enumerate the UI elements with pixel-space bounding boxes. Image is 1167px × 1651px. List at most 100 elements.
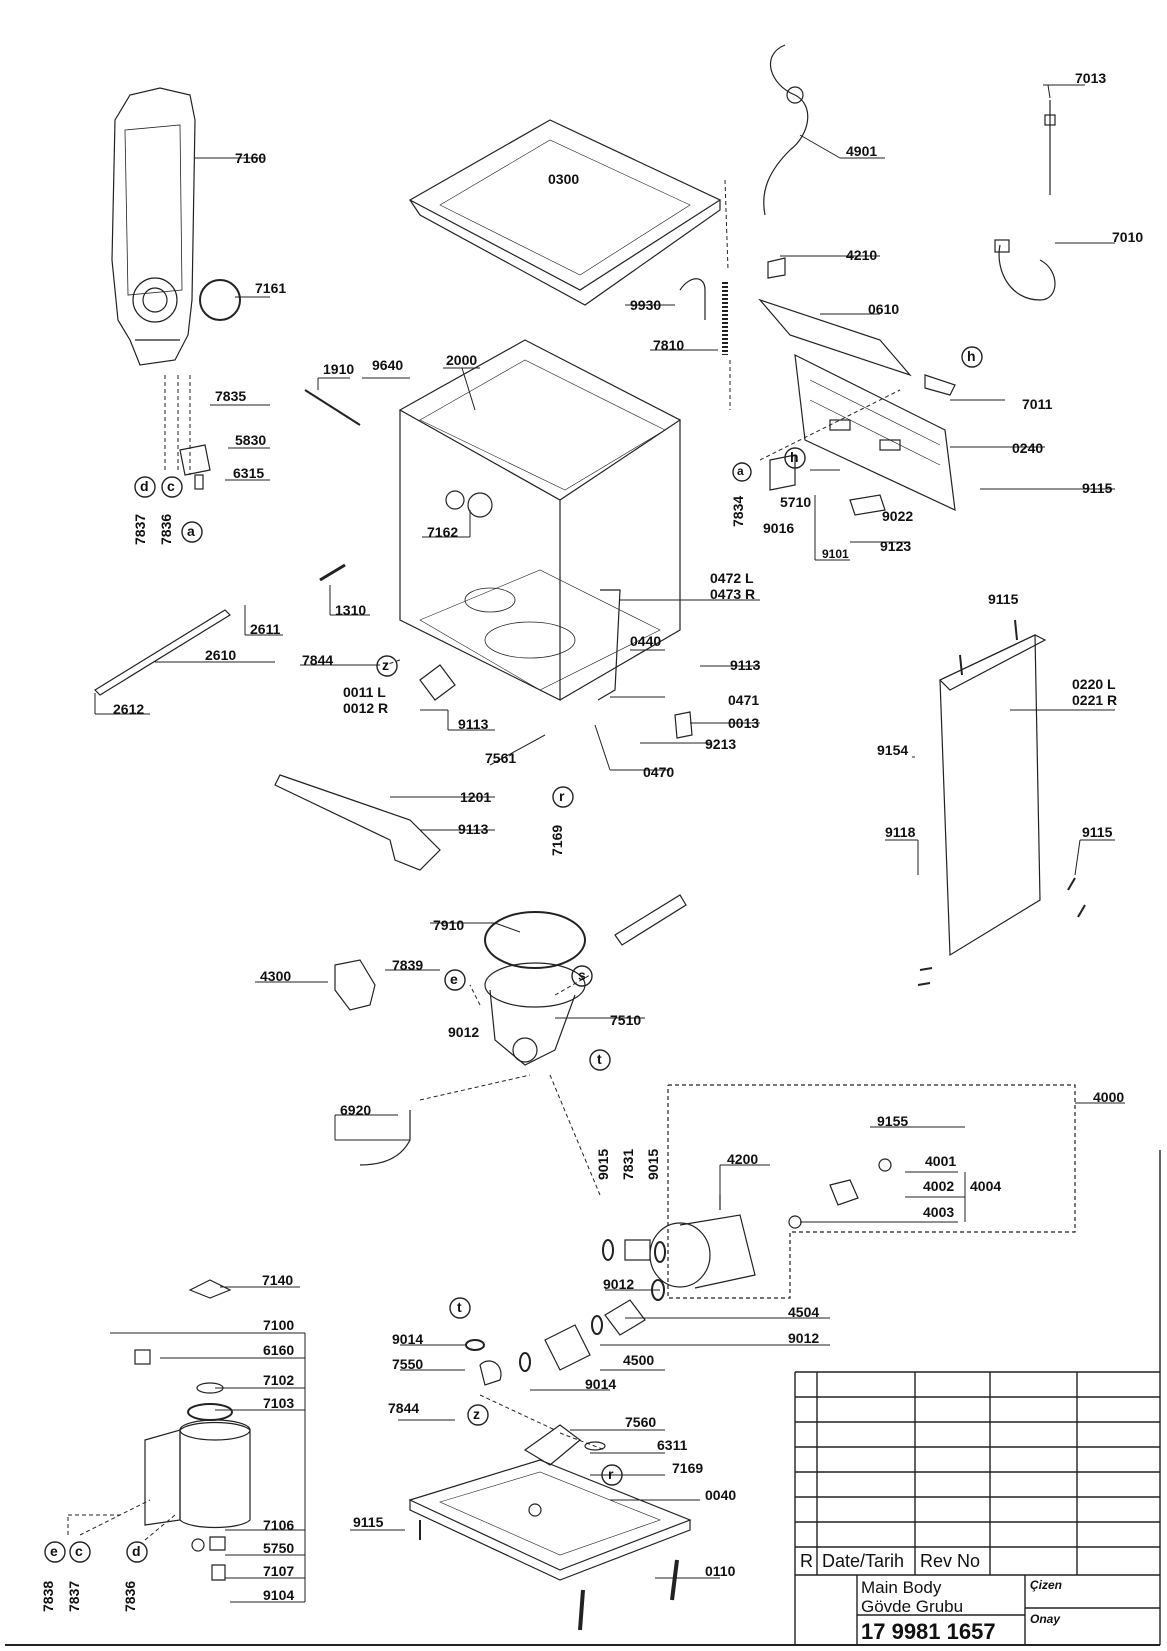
label-0013: 0013 bbox=[728, 715, 760, 731]
label-7561: 7561 bbox=[485, 750, 517, 766]
part-1910-strip bbox=[304, 389, 361, 426]
part-4200-pump-motor bbox=[649, 1195, 756, 1289]
label-9930: 9930 bbox=[630, 297, 662, 313]
part-9014-clamp-a bbox=[465, 1339, 485, 1351]
label-4300: 4300 bbox=[260, 968, 292, 984]
connector-letter-c-2: c bbox=[75, 1543, 83, 1559]
part-6920-hose bbox=[359, 1110, 411, 1166]
screws-9115 bbox=[917, 619, 1086, 986]
label-7169-vertical: 7169 bbox=[549, 824, 565, 856]
part-9015-clamp-a bbox=[602, 1239, 614, 1261]
label-7550: 7550 bbox=[392, 1356, 424, 1372]
title-block-date-header: Date/Tarih bbox=[822, 1551, 905, 1571]
label-6311: 6311 bbox=[657, 1437, 688, 1453]
label-7169-a: 7169 bbox=[672, 1460, 704, 1476]
connector-circles bbox=[44, 346, 983, 1563]
part-0110-foot-a bbox=[670, 1559, 679, 1601]
part-0300-top-cover bbox=[408, 119, 722, 306]
title-block-rev-header: Rev No bbox=[920, 1551, 981, 1571]
part-1201-base-strip bbox=[274, 774, 441, 871]
label-1201: 1201 bbox=[460, 789, 492, 805]
label-1910: 1910 bbox=[323, 361, 355, 377]
title-block-drawing-number: 17 9981 1657 bbox=[861, 1619, 996, 1644]
connector-letter-h-1: h bbox=[790, 449, 799, 465]
label-9012-a: 9012 bbox=[448, 1024, 480, 1040]
label-2612: 2612 bbox=[113, 701, 145, 717]
label-4004: 4004 bbox=[970, 1178, 1002, 1194]
leader-lines bbox=[94, 84, 1125, 1603]
label-9154: 9154 bbox=[877, 742, 909, 758]
label-5710: 5710 bbox=[780, 494, 812, 510]
label-4002: 4002 bbox=[923, 1178, 955, 1194]
label-5750: 5750 bbox=[263, 1540, 295, 1556]
connector-h-1 bbox=[784, 447, 806, 469]
connector-letter-c-1: c bbox=[167, 478, 175, 494]
part-4500-heater bbox=[544, 1324, 591, 1371]
part-9012-clamp-c bbox=[591, 1315, 603, 1335]
label-9113-c: 9113 bbox=[458, 821, 489, 837]
label-9101: 9101 bbox=[822, 547, 849, 561]
label-7140: 7140 bbox=[262, 1272, 294, 1288]
connector-letter-t-1: t bbox=[597, 1051, 602, 1067]
label-0610: 0610 bbox=[868, 301, 900, 317]
part-6315-clip bbox=[194, 474, 204, 490]
connector-t-1 bbox=[589, 1049, 611, 1071]
part-9014-clamp-b bbox=[519, 1352, 531, 1372]
label-9015-vertical-a: 9015 bbox=[595, 1148, 611, 1180]
label-0470: 0470 bbox=[643, 764, 675, 780]
connector-letter-h-2: h bbox=[967, 348, 976, 364]
label-7162: 7162 bbox=[427, 524, 459, 540]
label-0011-l: 0011 L bbox=[343, 684, 386, 700]
label-7010: 7010 bbox=[1112, 229, 1144, 245]
label-9104: 9104 bbox=[263, 1587, 295, 1603]
part-9012-clamp-b bbox=[651, 1279, 665, 1301]
label-7810: 7810 bbox=[653, 337, 685, 353]
part-0220-side-panel bbox=[938, 634, 1047, 957]
label-9022: 9022 bbox=[882, 508, 914, 524]
part-5830-valve bbox=[179, 444, 211, 476]
label-7835: 7835 bbox=[215, 388, 247, 404]
label-9123: 9123 bbox=[880, 538, 912, 554]
connector-letter-d-2: d bbox=[132, 1543, 141, 1559]
label-0240: 0240 bbox=[1012, 440, 1044, 456]
connector-letter-d-1: d bbox=[140, 478, 149, 494]
part-4001-nut bbox=[878, 1158, 892, 1172]
label-6920: 6920 bbox=[340, 1102, 372, 1118]
label-0040: 0040 bbox=[705, 1487, 737, 1503]
part-4300-pump bbox=[334, 959, 376, 1011]
part-0040-base bbox=[408, 1459, 692, 1581]
label-7844-a: 7844 bbox=[302, 652, 334, 668]
label-2611: 2611 bbox=[250, 621, 281, 637]
connector-letter-e-2: e bbox=[50, 1543, 58, 1559]
connector-z-1 bbox=[376, 655, 398, 677]
connector-letter-z-1: z bbox=[382, 657, 389, 673]
label-9014-b: 9014 bbox=[585, 1376, 617, 1392]
label-9015-vertical-b: 9015 bbox=[645, 1148, 661, 1180]
label-9118: 9118 bbox=[885, 824, 916, 840]
label-2610: 2610 bbox=[205, 647, 237, 663]
label-7011: 7011 bbox=[1022, 396, 1053, 412]
dashed-routing-lines bbox=[67, 179, 901, 1541]
part-4002-impeller bbox=[829, 1179, 859, 1206]
part-7550-elbow bbox=[479, 1360, 502, 1386]
label-7510: 7510 bbox=[610, 1012, 642, 1028]
label-7102: 7102 bbox=[263, 1372, 295, 1388]
label-4500: 4500 bbox=[623, 1352, 655, 1368]
part-1310-strip bbox=[319, 563, 346, 582]
connector-d-2 bbox=[126, 1541, 148, 1563]
part-7510-sump bbox=[484, 962, 586, 1066]
label-5830: 5830 bbox=[235, 432, 267, 448]
connector-t-2 bbox=[449, 1297, 471, 1319]
connector-e-1 bbox=[444, 969, 466, 991]
label-6160: 6160 bbox=[263, 1342, 295, 1358]
part-7160-bracket-panel bbox=[111, 87, 196, 366]
connector-d-1 bbox=[134, 476, 156, 498]
part-2000-tub-body bbox=[398, 339, 682, 701]
part-9022-bracket bbox=[849, 494, 886, 516]
label-0471: 0471 bbox=[728, 692, 760, 708]
part-0240-rear-frame bbox=[794, 353, 956, 512]
label-7836-vertical-a: 7836 bbox=[158, 513, 174, 545]
part-5710-valve bbox=[769, 454, 796, 491]
label-9640: 9640 bbox=[372, 357, 404, 373]
